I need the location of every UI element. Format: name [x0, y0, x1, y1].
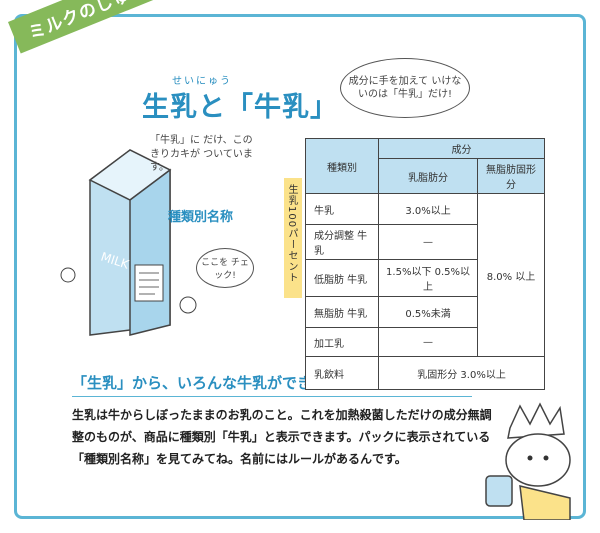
row-fat: — — [378, 327, 479, 357]
header-type: 種類別 — [304, 138, 380, 194]
row-name: 成分調整 牛乳 — [304, 224, 380, 260]
divider — [72, 396, 472, 397]
carton-note: 「牛乳」に だけ、このきりカキが ついています。 — [150, 135, 253, 173]
table-row: 加工乳 — — [304, 327, 545, 357]
crown-character-illustration — [485, 402, 571, 520]
title-ruby: せいにゅう — [172, 76, 232, 87]
table-row: 牛乳 3.0%以上 8.0% 以上 — [304, 193, 545, 357]
row-name: 牛乳 — [304, 193, 380, 225]
row-solid: 8.0% 以上 — [477, 193, 545, 357]
speech-bubble-text: 成分に手を加えて いけないのは「牛乳」だけ! — [348, 75, 462, 101]
row-fat: — — [378, 224, 479, 260]
highlight-bar — [284, 178, 302, 298]
check-bubble-text: ここを チェック! — [201, 258, 249, 281]
title-block: せいにゅう 生乳と「牛乳」 — [142, 72, 338, 124]
speech-bubble-note: 成分に手を加えて いけないのは「牛乳」だけ! — [340, 58, 470, 118]
row-name: 乳飲料 — [304, 356, 380, 390]
row-name: 加工乳 — [304, 327, 380, 357]
milk-types-table: 種類別 成分 乳脂肪分 無脂肪固形分 牛乳 3.0%以上 8.0% 以上 成分調… — [304, 138, 545, 390]
subheading: 「生乳」から、いろんな牛乳ができます — [72, 374, 343, 392]
table-row: 無脂肪 牛乳 0.5%未満 — [304, 296, 545, 328]
header-solid: 無脂肪固形分 — [477, 158, 545, 194]
header-group: 成分 — [378, 138, 545, 159]
row-fat: 0.5%未満 — [378, 296, 479, 328]
check-bubble: ここを チェック! — [196, 248, 254, 288]
page-title: 生乳と「牛乳」 — [142, 92, 338, 123]
header-fat: 乳脂肪分 — [378, 158, 479, 194]
row-name: 無脂肪 牛乳 — [304, 296, 380, 328]
row-fat: 乳固形分 3.0%以上 — [378, 356, 545, 390]
row-name: 低脂肪 牛乳 — [304, 259, 380, 297]
body-paragraph: 生乳は牛からしぼったままのお乳のこと。これを加熱殺菌しただけの成分無調整のものが… — [72, 408, 492, 467]
row-fat: 1.5%以下 0.5%以上 — [378, 259, 479, 297]
vertical-label: 生乳100パーセント — [286, 184, 297, 284]
milk-carton-illustration: MILK — [60, 149, 197, 336]
row-fat: 3.0%以上 — [378, 193, 479, 225]
table-row: 乳飲料 乳固形分 3.0%以上 — [304, 356, 545, 390]
carton-label-callout: 種類別名称 — [168, 210, 234, 225]
